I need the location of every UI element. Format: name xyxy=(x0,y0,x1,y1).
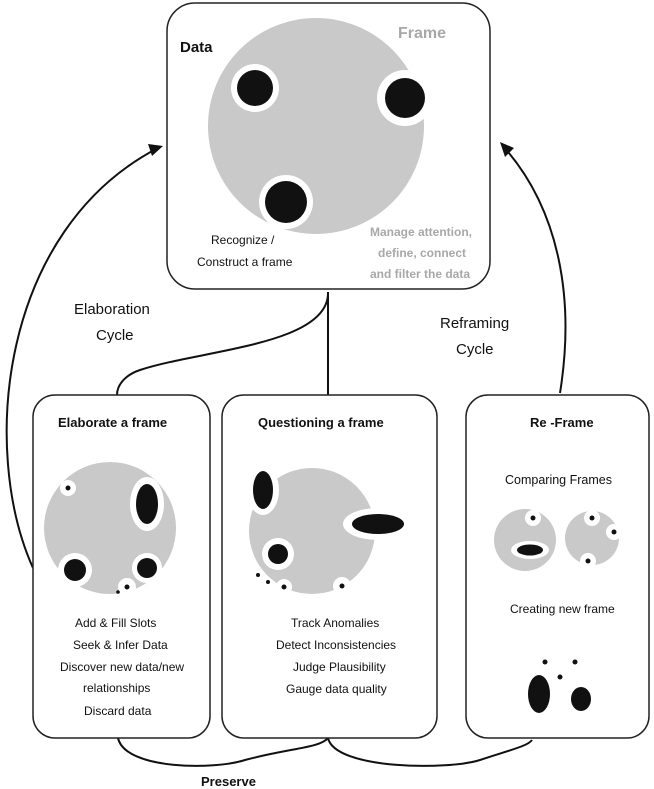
question-item: Detect Inconsistencies xyxy=(276,638,396,652)
data-dot xyxy=(611,529,617,535)
data-dot xyxy=(266,580,270,584)
preserve-label: Preserve xyxy=(201,774,256,789)
data-dot xyxy=(281,584,287,590)
elaboration-cycle-arrow xyxy=(5,147,159,569)
creating-frame-label: Creating new frame xyxy=(510,602,615,616)
question-item: Judge Plausibility xyxy=(293,660,386,674)
compare-frame-circle-left xyxy=(494,509,556,571)
data-dot xyxy=(268,544,288,564)
manage-line3: and filter the data xyxy=(370,267,470,281)
data-dot xyxy=(528,675,550,713)
data-dot xyxy=(137,558,157,578)
data-dot xyxy=(589,515,595,521)
top-frame-box: Data Frame Recognize / Construct a frame… xyxy=(166,2,491,290)
question-title: Questioning a frame xyxy=(258,415,384,430)
elaborate-item: relationships xyxy=(83,681,150,695)
data-dot xyxy=(585,558,591,564)
reframing-label-line2: Cycle xyxy=(456,341,494,358)
manage-line1: Manage attention, xyxy=(370,225,472,239)
recognize-line2: Construct a frame xyxy=(197,255,293,269)
question-item: Gauge data quality xyxy=(286,682,387,696)
elaborate-item: Discover new data/new xyxy=(60,660,184,674)
elaborate-item: Add & Fill Slots xyxy=(75,616,156,630)
data-dot xyxy=(265,181,307,223)
elaboration-label-line2: Cycle xyxy=(96,327,134,344)
data-dot xyxy=(253,471,273,509)
data-dot xyxy=(237,70,273,106)
questioning-frame-box: Questioning a frame Track Anomalies Dete… xyxy=(221,394,438,739)
reframing-arrowhead xyxy=(500,142,514,157)
comparing-frames-label: Comparing Frames xyxy=(505,473,612,487)
data-label: Data xyxy=(180,39,213,56)
preserve-connector-right xyxy=(327,737,533,767)
data-dot xyxy=(352,514,404,534)
elaborate-title: Elaborate a frame xyxy=(58,415,167,430)
frame-label: Frame xyxy=(398,25,446,42)
data-dot xyxy=(339,583,345,589)
data-dot xyxy=(557,674,563,680)
data-dot xyxy=(530,515,536,521)
data-dot xyxy=(65,485,71,491)
data-dot xyxy=(572,659,578,665)
manage-line2: define, connect xyxy=(378,246,466,260)
data-dot xyxy=(571,687,591,711)
elaborate-connector xyxy=(116,291,330,396)
data-dot xyxy=(256,573,260,577)
data-dot xyxy=(124,584,130,590)
elaborate-frame-box: Elaborate a frame Add & Fill Slots Seek … xyxy=(32,394,211,739)
elaboration-arrowhead xyxy=(148,144,163,156)
question-item: Track Anomalies xyxy=(291,616,379,630)
data-dot xyxy=(517,544,543,556)
data-dot xyxy=(136,484,158,524)
reframe-box: Re -Frame Comparing Frames Creating new … xyxy=(465,394,650,739)
data-dot xyxy=(542,659,548,665)
elaborate-item: Discard data xyxy=(84,704,152,718)
data-dot xyxy=(116,590,120,594)
reframing-cycle-arrow xyxy=(502,145,567,394)
data-dot xyxy=(64,559,86,581)
recognize-line1: Recognize / xyxy=(211,233,275,247)
reframing-label-line1: Reframing xyxy=(440,315,509,332)
reframe-title: Re -Frame xyxy=(530,415,594,430)
compare-frame-circle-right xyxy=(565,511,619,565)
data-dot xyxy=(385,78,425,118)
elaborate-item: Seek & Infer Data xyxy=(73,638,168,652)
frame-circle xyxy=(208,18,424,234)
elaboration-label-line1: Elaboration xyxy=(74,301,150,318)
preserve-connector xyxy=(117,737,329,767)
